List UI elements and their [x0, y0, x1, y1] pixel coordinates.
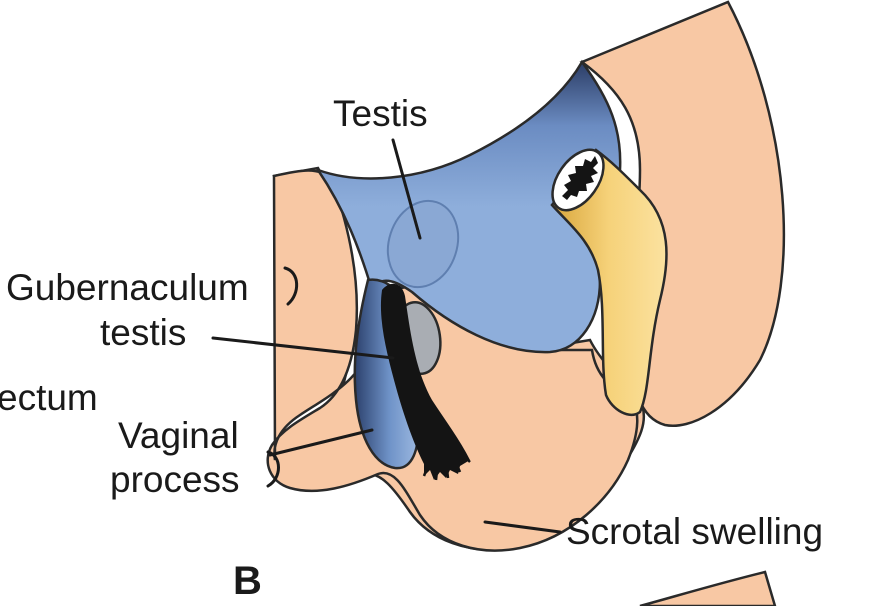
panel-label: B	[233, 559, 262, 603]
label-testis: Testis	[333, 93, 428, 134]
label-scrotal-swelling: Scrotal swelling	[566, 511, 823, 552]
label-gubernaculum-line1: Gubernaculum	[6, 267, 249, 308]
label-gubernaculum-line2: testis	[100, 312, 186, 353]
label-vaginal-line2: process	[110, 459, 240, 500]
label-vaginal-line1: Vaginal	[118, 415, 239, 456]
next-panel-edge	[640, 572, 775, 606]
label-rectum-partial: ectum	[0, 377, 98, 418]
